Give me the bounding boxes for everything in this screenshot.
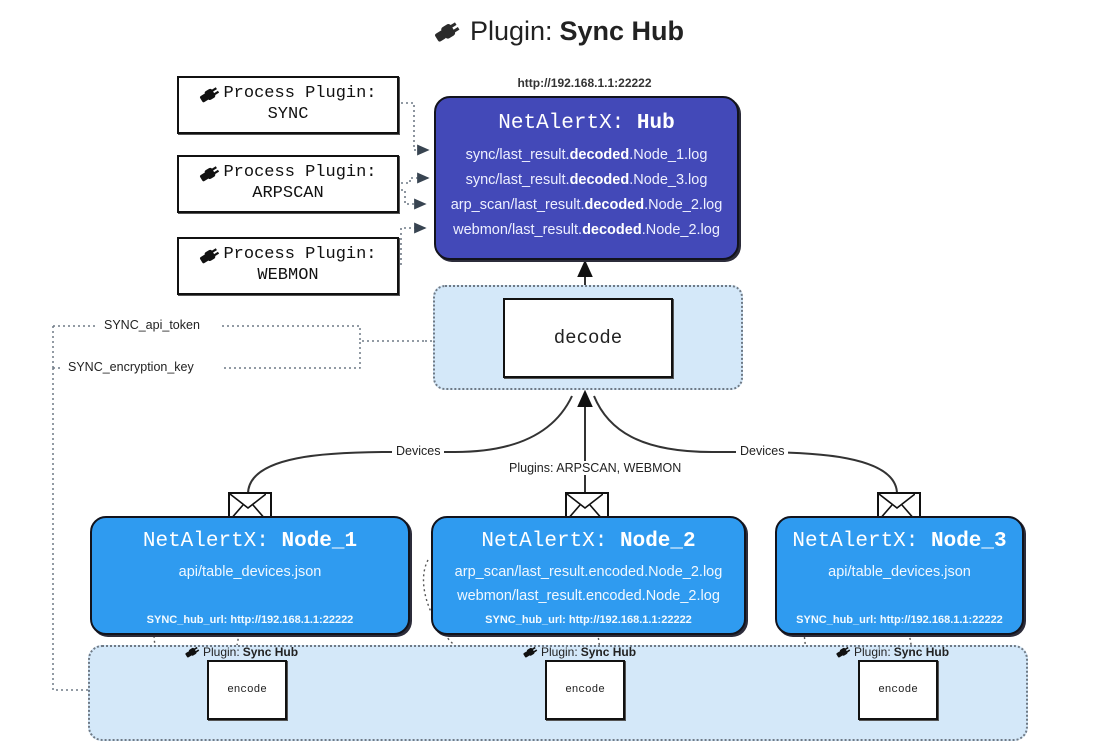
node-footer: SYNC_hub_url: http://192.168.1.1:22222 bbox=[796, 614, 1003, 626]
hub-url-label: http://192.168.1.1:22222 bbox=[517, 76, 652, 90]
title-prefix: Plugin: bbox=[469, 16, 553, 46]
node-box-node-3[interactable]: NetAlertX: Node_3 api/table_devices.json… bbox=[775, 516, 1024, 635]
edge-label-plugins-center: Plugins: ARPSCAN, WEBMON bbox=[505, 461, 686, 475]
node-title-name: Node_3 bbox=[931, 530, 1007, 553]
node-title: NetAlertX: Node_2 bbox=[433, 530, 744, 553]
encoder-caption-prefix: Plugin: bbox=[541, 645, 578, 659]
plug-icon bbox=[523, 646, 538, 659]
hub-title-prefix: NetAlertX: bbox=[498, 112, 625, 135]
encoder-caption-name: Sync Hub bbox=[580, 645, 637, 659]
node-box-node-1[interactable]: NetAlertX: Node_1 api/table_devices.json… bbox=[90, 516, 410, 635]
hub-log-line: arp_scan/last_result.decoded.Node_2.log bbox=[450, 197, 723, 213]
node-title-prefix: NetAlertX: bbox=[792, 530, 919, 553]
plug-icon bbox=[199, 165, 221, 183]
node-title-name: Node_2 bbox=[620, 530, 696, 553]
process-plugin-line1: Process Plugin: bbox=[223, 84, 377, 104]
encoder-caption-name: Sync Hub bbox=[893, 645, 950, 659]
process-plugin-line1: Process Plugin: bbox=[223, 245, 377, 265]
process-plugin-line1: Process Plugin: bbox=[223, 163, 377, 183]
title-name: Sync Hub bbox=[559, 16, 685, 46]
node-footer: SYNC_hub_url: http://192.168.1.1:22222 bbox=[485, 614, 692, 626]
node-line: webmon/last_result.encoded.Node_2.log bbox=[457, 588, 720, 604]
node-title-name: Node_1 bbox=[281, 530, 358, 553]
secret-label-encryption-key: SYNC_encryption_key bbox=[64, 360, 198, 374]
node-line: api/table_devices.json bbox=[178, 564, 322, 580]
plug-icon bbox=[199, 247, 221, 265]
node-box-node-2[interactable]: NetAlertX: Node_2 arp_scan/last_result.e… bbox=[431, 516, 746, 635]
node-title-prefix: NetAlertX: bbox=[481, 530, 608, 553]
encoder-caption: Plugin: Sync Hub bbox=[185, 645, 298, 659]
encoder-caption: Plugin: Sync Hub bbox=[523, 645, 636, 659]
secret-label-api-token: SYNC_api_token bbox=[100, 318, 204, 332]
node-title: NetAlertX: Node_1 bbox=[92, 530, 408, 553]
hub-log-line: sync/last_result.decoded.Node_1.log bbox=[465, 147, 708, 163]
process-plugin-line2: WEBMON bbox=[257, 266, 319, 285]
process-plugin-box-webmon[interactable]: Process Plugin: WEBMON bbox=[177, 237, 399, 295]
decode-box[interactable]: decode bbox=[503, 298, 673, 378]
hub-log-list: sync/last_result.decoded.Node_1.log sync… bbox=[436, 143, 737, 243]
node-line-list: api/table_devices.json bbox=[92, 560, 408, 584]
encode-box-node-1[interactable]: encode bbox=[207, 660, 287, 720]
edge-label-devices-left: Devices bbox=[392, 444, 445, 458]
node-title: NetAlertX: Node_3 bbox=[777, 530, 1022, 553]
node-title-prefix: NetAlertX: bbox=[142, 530, 269, 553]
encoder-caption: Plugin: Sync Hub bbox=[836, 645, 949, 659]
encode-box-node-3[interactable]: encode bbox=[858, 660, 938, 720]
encoder-caption-prefix: Plugin: bbox=[854, 645, 891, 659]
node-line: arp_scan/last_result.encoded.Node_2.log bbox=[454, 564, 723, 580]
hub-log-line: webmon/last_result.decoded.Node_2.log bbox=[453, 222, 720, 238]
hub-title-name: Hub bbox=[636, 112, 675, 135]
edge-label-devices-right: Devices bbox=[736, 444, 789, 458]
node-footer: SYNC_hub_url: http://192.168.1.1:22222 bbox=[146, 614, 354, 626]
encoder-caption-name: Sync Hub bbox=[242, 645, 299, 659]
hub-title: NetAlertX: Hub bbox=[436, 112, 737, 135]
process-plugin-line2: SYNC bbox=[267, 105, 309, 124]
plug-icon bbox=[433, 19, 463, 45]
encoder-caption-prefix: Plugin: bbox=[203, 645, 240, 659]
plug-icon bbox=[185, 646, 200, 659]
node-line-list: arp_scan/last_result.encoded.Node_2.log … bbox=[433, 560, 744, 608]
plug-icon bbox=[199, 86, 221, 104]
process-plugin-box-sync[interactable]: Process Plugin: SYNC bbox=[177, 76, 399, 134]
encode-box-node-2[interactable]: encode bbox=[545, 660, 625, 720]
process-plugin-box-arpscan[interactable]: Process Plugin: ARPSCAN bbox=[177, 155, 399, 213]
plug-icon bbox=[836, 646, 851, 659]
node-line-list: api/table_devices.json bbox=[777, 560, 1022, 584]
process-plugin-line2: ARPSCAN bbox=[252, 184, 324, 203]
hub-log-line: sync/last_result.decoded.Node_3.log bbox=[465, 172, 708, 188]
node-line: api/table_devices.json bbox=[828, 564, 971, 580]
hub-box[interactable]: NetAlertX: Hub sync/last_result.decoded.… bbox=[434, 96, 739, 260]
page-title: Plugin: Sync Hub bbox=[0, 16, 1117, 47]
